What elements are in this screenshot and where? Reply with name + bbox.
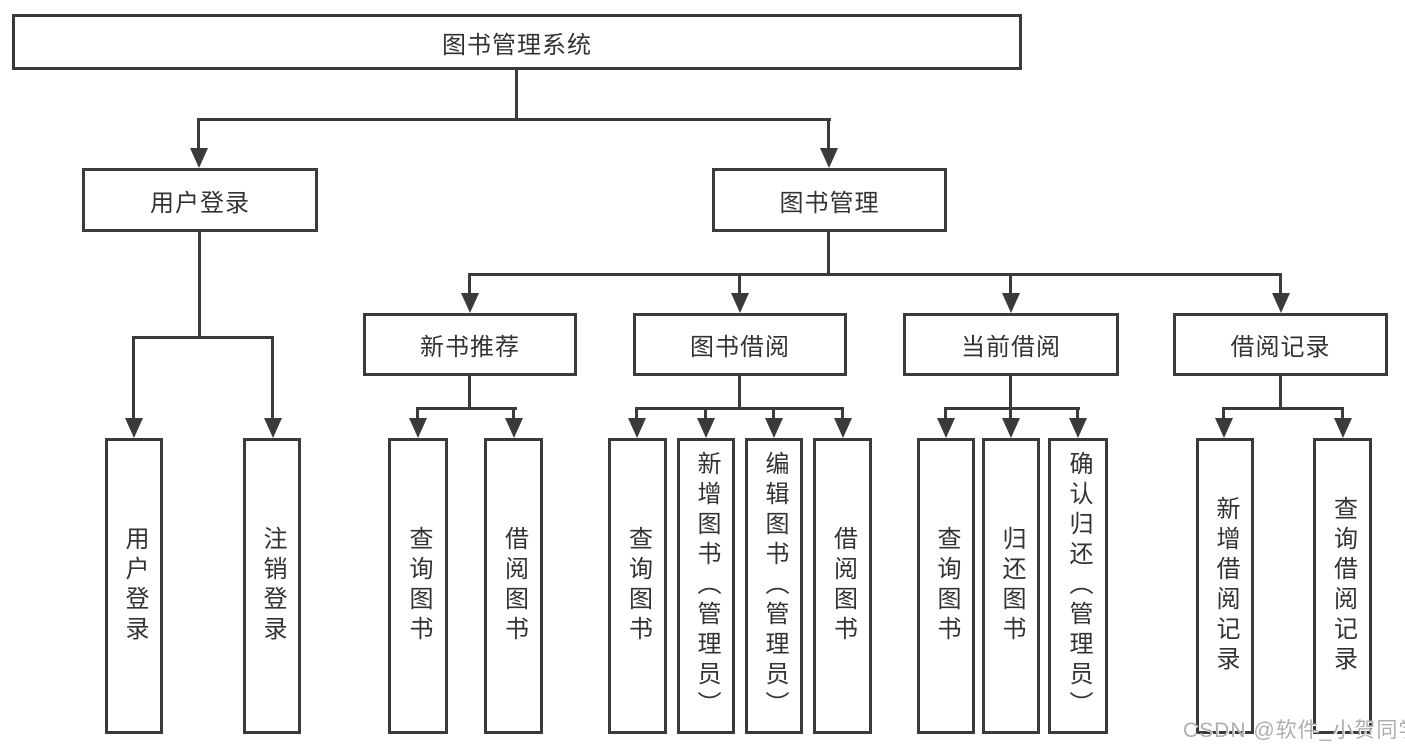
connector-line <box>944 407 1080 410</box>
leaf-query-books-borrowing: 查询图书 <box>608 438 667 734</box>
connector-line <box>515 70 518 118</box>
node-book-management: 图书管理 <box>712 168 947 232</box>
connector-line <box>635 407 844 410</box>
node-new-book-recommend: 新书推荐 <box>363 313 577 376</box>
arrowhead-down-icon <box>505 418 523 438</box>
connector-line <box>198 232 201 336</box>
connector-line <box>416 407 419 422</box>
arrowhead-down-icon <box>628 418 646 438</box>
leaf-query-borrow-record: 查询借阅记录 <box>1313 438 1372 734</box>
connector-line <box>1222 407 1225 422</box>
arrowhead-down-icon <box>834 418 852 438</box>
connector-line <box>738 273 741 297</box>
leaf-logout: 注销登录 <box>243 438 301 734</box>
arrowhead-down-icon <box>1069 418 1087 438</box>
connector-line <box>635 407 638 422</box>
arrowhead-down-icon <box>1272 293 1290 313</box>
arrowhead-down-icon <box>409 418 427 438</box>
connector-line <box>468 273 471 297</box>
connector-line <box>271 336 274 422</box>
csdn-watermark: CSDN @软件_小贺同学 <box>1183 719 1405 742</box>
node-current-borrowing: 当前借阅 <box>903 313 1119 376</box>
connector-line <box>772 407 775 422</box>
connector-line <box>1009 407 1012 422</box>
connector-line <box>468 376 471 407</box>
node-book-borrowing: 图书借阅 <box>633 313 847 376</box>
arrowhead-down-icon <box>937 418 955 438</box>
arrowhead-down-icon <box>461 293 479 313</box>
arrowhead-down-icon <box>1002 418 1020 438</box>
connector-line <box>1009 273 1012 297</box>
leaf-borrow-books-recommend: 借阅图书 <box>484 438 543 734</box>
connector-line <box>827 118 830 152</box>
arrowhead-down-icon <box>125 418 143 438</box>
leaf-add-borrow-record: 新增借阅记录 <box>1196 438 1254 734</box>
connector-line <box>132 336 135 422</box>
connector-line <box>1279 376 1282 407</box>
connector-line <box>416 407 517 410</box>
connector-line <box>1076 407 1079 422</box>
connector-line <box>468 273 1282 276</box>
connector-line <box>197 118 831 121</box>
connector-line <box>827 232 830 273</box>
arrowhead-down-icon <box>731 293 749 313</box>
arrowhead-down-icon <box>264 418 282 438</box>
connector-line <box>1222 407 1344 410</box>
node-user-login: 用户登录 <box>82 168 318 232</box>
connector-line <box>132 336 274 339</box>
leaf-add-book-admin: 新增图书（管理员） <box>677 438 735 734</box>
connector-line <box>1341 407 1344 422</box>
connector-line <box>197 118 200 152</box>
arrowhead-down-icon <box>1215 418 1233 438</box>
connector-line <box>738 376 741 407</box>
connector-line <box>841 407 844 422</box>
connector-line <box>944 407 947 422</box>
arrowhead-down-icon <box>1334 418 1352 438</box>
leaf-query-books-recommend: 查询图书 <box>388 438 448 734</box>
connector-line <box>704 407 707 422</box>
leaf-confirm-return-admin: 确认归还（管理员） <box>1048 438 1108 734</box>
node-root: 图书管理系统 <box>12 14 1022 70</box>
connector-line <box>512 407 515 422</box>
leaf-user-login: 用户登录 <box>105 438 163 734</box>
leaf-borrow-books-borrowing: 借阅图书 <box>813 438 872 734</box>
leaf-query-books-current: 查询图书 <box>917 438 975 734</box>
connector-line <box>1009 376 1012 407</box>
leaf-return-book: 归还图书 <box>982 438 1040 734</box>
node-borrowing-records: 借阅记录 <box>1173 313 1388 376</box>
arrowhead-down-icon <box>190 148 208 168</box>
arrowhead-down-icon <box>697 418 715 438</box>
leaf-edit-book-admin: 编辑图书（管理员） <box>745 438 803 734</box>
arrowhead-down-icon <box>1002 293 1020 313</box>
arrowhead-down-icon <box>765 418 783 438</box>
arrowhead-down-icon <box>820 148 838 168</box>
connector-line <box>1279 273 1282 297</box>
